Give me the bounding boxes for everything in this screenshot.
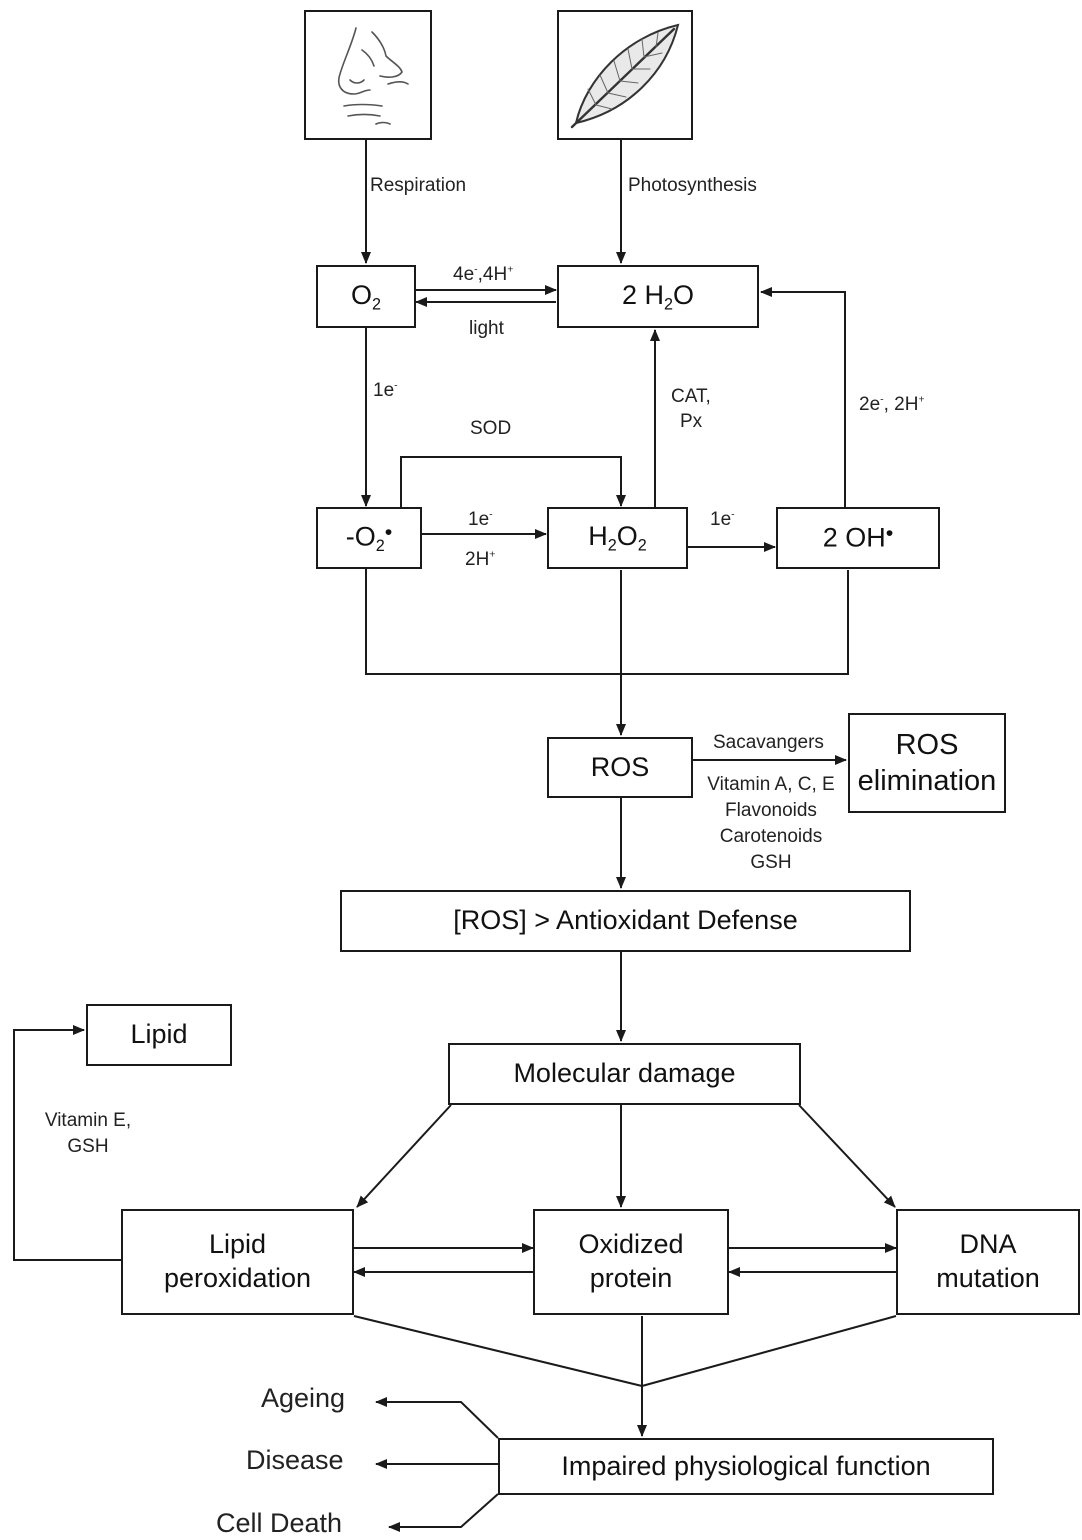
lipid-peroxidation-node: Lipid peroxidation	[121, 1209, 354, 1315]
converge-left	[353, 1315, 643, 1387]
dna-mutation-line2: mutation	[936, 1263, 1040, 1293]
oh-to-water-label: 2e-, 2H+	[859, 394, 925, 415]
arrow-to-lipid	[13, 1025, 121, 1261]
molecular-damage-node: Molecular damage	[448, 1043, 801, 1105]
ros-elimination-line2: elimination	[857, 765, 997, 797]
scavenger-list: Vitamin A, C, E Flavonoids Carotenoids G…	[698, 772, 844, 876]
superoxide-to-h2o2-top-label: 1e-	[468, 509, 493, 530]
lipid-node: Lipid	[86, 1004, 232, 1066]
respiration-image-box	[304, 10, 432, 140]
hydroxyl-node: 2 OH•	[776, 507, 940, 569]
lipid-peroxidation-line2: peroxidation	[163, 1263, 312, 1293]
antioxidant-defense-node: [ROS] > Antioxidant Defense	[340, 890, 911, 952]
oxidized-protein-line1: Oxidized	[578, 1229, 684, 1260]
h2o2-node: H2O2	[547, 507, 688, 569]
light-label: light	[469, 318, 504, 339]
scavenger-item: GSH	[750, 852, 792, 873]
cat-label: CAT,	[671, 386, 711, 407]
lipid-protection-label: Vitamin E, GSH	[28, 1108, 148, 1160]
nose-illustration-icon	[338, 27, 409, 125]
photosynthesis-image-box	[557, 10, 693, 140]
scavenger-item: Flavonoids	[725, 800, 817, 821]
arrow-damage-to-lipid-peroxidation	[356, 1104, 452, 1208]
dna-mutation-line1: DNA	[959, 1229, 1017, 1260]
outcome-cell-death: Cell Death	[216, 1508, 343, 1538]
ros-elimination-line1: ROS	[895, 728, 959, 761]
superoxide-to-h2o2-bottom-label: 2H+	[465, 549, 496, 570]
lipid-protection-line: GSH	[67, 1136, 109, 1157]
lipid-peroxidation-line1: Lipid	[208, 1229, 267, 1260]
converge-right	[641, 1315, 897, 1387]
arrow-damage-to-dna-mutation	[798, 1104, 896, 1208]
arrow-to-cell-death	[388, 1493, 499, 1532]
ros-elimination-node: ROS elimination	[848, 713, 1006, 813]
superoxide-node: -O2•	[316, 507, 422, 569]
sod-label: SOD	[470, 418, 512, 439]
impaired-function-node: Impaired physiological function	[498, 1438, 994, 1495]
scavenger-item: Vitamin A, C, E	[707, 774, 835, 795]
o2-to-water-label: 4e-,4H+	[453, 264, 514, 285]
outcome-ageing: Ageing	[261, 1383, 346, 1413]
leaf-illustration-icon	[570, 23, 680, 129]
lipid-protection-line: Vitamin E,	[44, 1110, 132, 1131]
respiration-label: Respiration	[370, 175, 467, 196]
px-label: Px	[680, 411, 703, 432]
arrow-to-ageing	[375, 1397, 499, 1439]
o2-to-superoxide-label: 1e-	[373, 380, 398, 401]
oxidized-protein-node: Oxidized protein	[533, 1209, 729, 1315]
o2-node: O2	[316, 265, 416, 328]
outcome-disease: Disease	[246, 1445, 344, 1475]
collector-line	[365, 569, 849, 675]
ros-node: ROS	[547, 737, 693, 798]
h2o2-to-hydroxyl-label: 1e-	[710, 509, 735, 530]
dna-mutation-node: DNA mutation	[896, 1209, 1080, 1315]
water-node: 2 H2O	[557, 265, 759, 328]
photosynthesis-label: Photosynthesis	[628, 175, 757, 196]
oxidized-protein-line2: protein	[589, 1263, 673, 1293]
arrow-hydroxyl-to-water	[760, 287, 846, 507]
arrow-sod	[400, 456, 626, 507]
scavenger-item: Carotenoids	[719, 826, 823, 847]
scavengers-label: Sacavangers	[713, 732, 824, 753]
